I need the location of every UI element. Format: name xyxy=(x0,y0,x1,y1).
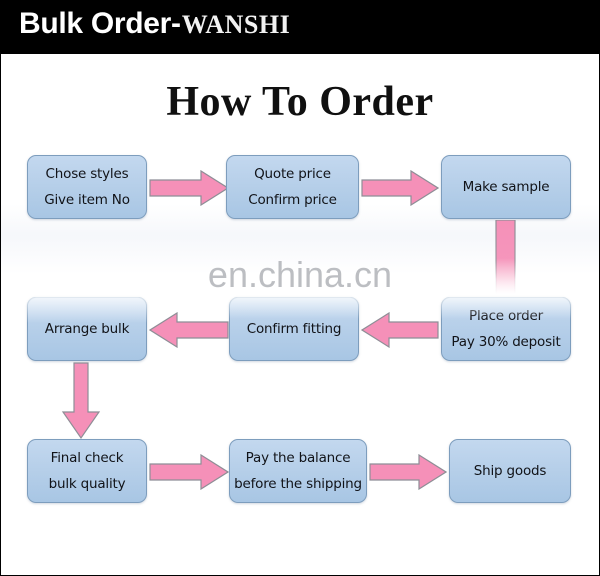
flow-box-place-order[interactable]: Place order Pay 30% deposit xyxy=(441,297,571,361)
flow-box-line: Chose styles xyxy=(45,165,129,182)
flow-box-line: Arrange bulk xyxy=(44,320,130,337)
flow-box-line: before the shipping xyxy=(234,476,362,492)
arrow-chose-to-quote xyxy=(149,170,229,206)
flow-box-line: Pay the balance xyxy=(245,449,351,466)
flow-box-chose-styles[interactable]: Chose styles Give item No xyxy=(27,155,147,219)
flow-box-pay-balance[interactable]: Pay the balance before the shipping xyxy=(229,439,367,503)
flow-box-line: Final check xyxy=(50,449,124,466)
arrow-final-to-balance xyxy=(149,454,229,490)
flow-box-line: Ship goods xyxy=(473,462,547,479)
flow-box-line: Give item No xyxy=(44,192,130,208)
flow-box-line: Confirm price xyxy=(248,192,337,208)
header-title-main: Bulk Order- xyxy=(19,7,181,40)
flow-box-line: bulk quality xyxy=(48,476,126,492)
flow-box-confirm-fitting[interactable]: Confirm fitting xyxy=(229,297,359,361)
arrow-balance-to-ship xyxy=(369,454,447,490)
flow-box-line: Pay 30% deposit xyxy=(451,334,561,350)
arrow-sample-to-place xyxy=(495,220,517,298)
arrow-place-to-confirm xyxy=(361,312,439,348)
header-bar: Bulk Order-WANSHI xyxy=(1,1,599,54)
arrow-quote-to-sample xyxy=(361,170,439,206)
page-title: How To Order xyxy=(166,79,434,125)
flow-box-line: Confirm fitting xyxy=(246,320,342,337)
flow-box-arrange-bulk[interactable]: Arrange bulk xyxy=(27,297,147,361)
flow-box-ship-goods[interactable]: Ship goods xyxy=(449,439,571,503)
flow-box-final-check[interactable]: Final check bulk quality xyxy=(27,439,147,503)
diagram-canvas: How To Order en.china.cn Chose styles Gi… xyxy=(1,54,599,575)
flow-box-line: Quote price xyxy=(254,165,331,182)
flow-box-make-sample[interactable]: Make sample xyxy=(441,155,571,219)
arrow-confirm-to-arrange xyxy=(149,312,229,348)
header-brand-logo: WANSHI xyxy=(181,10,291,39)
flow-box-quote-price[interactable]: Quote price Confirm price xyxy=(226,155,359,219)
header-title: Bulk Order-WANSHI xyxy=(19,7,290,41)
flow-box-line: Place order xyxy=(469,307,543,324)
flow-box-line: Make sample xyxy=(462,178,550,195)
arrow-arrange-to-final xyxy=(61,362,101,440)
